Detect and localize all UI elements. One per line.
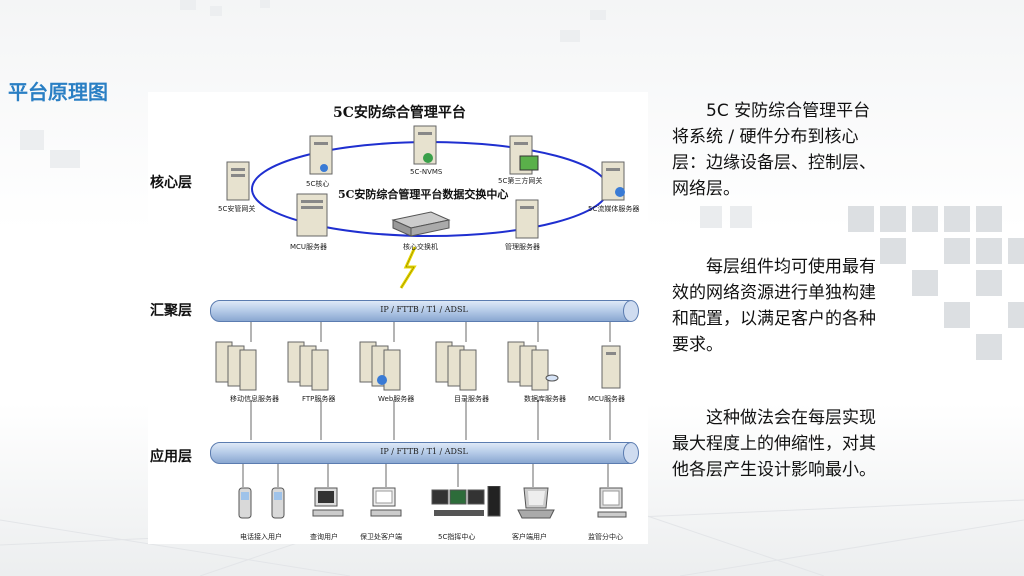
aggregation-bus-label: IP / FTTB / T1 / ADSL [380, 305, 468, 314]
core-server-icon-7 [515, 199, 539, 239]
core-server-icon-1 [226, 161, 250, 201]
application-bus-label: IP / FTTB / T1 / ADSL [380, 447, 468, 456]
app-node-label-5: 客户端用户 [512, 533, 547, 541]
app-node-label-4: 5C指挥中心 [438, 533, 476, 541]
core-node-label-4: 5C第三方网关 [498, 177, 543, 185]
diagram-title: 5C安防综合管理平台 [333, 105, 466, 121]
agg-server-icon-6 [601, 345, 621, 389]
core-node-label-7: 核心交换机 [403, 243, 438, 251]
aggregation-bus: IP / FTTB / T1 / ADSL [210, 300, 639, 322]
bus-cap [623, 442, 639, 464]
app-node-label-2: 查询用户 [310, 533, 338, 541]
desktop-icon-2 [370, 487, 402, 517]
core-node-label-6: MCU服务器 [290, 243, 328, 251]
app-node-label-3: 保卫处客户端 [360, 533, 402, 541]
command-center-icon [431, 486, 501, 517]
core-switch-icon [391, 211, 451, 237]
app-node-label-6: 监管分中心 [588, 533, 623, 541]
desktop-icon-1 [312, 487, 344, 517]
layer-label-application: 应用层 [150, 449, 192, 465]
agg-node-label-2: FTP服务器 [302, 395, 336, 403]
core-server-icon-4 [509, 135, 539, 175]
agg-server-group-4 [435, 341, 477, 391]
core-node-label-3: 5C-NVMS [410, 168, 443, 176]
description-paragraph-2: 每层组件均可使用最有效的网络资源进行单独构建和配置，以满足客户的各种要求。 [672, 254, 887, 358]
agg-node-label-6: MCU服务器 [588, 395, 626, 403]
application-bus: IP / FTTB / T1 / ADSL [210, 442, 639, 464]
agg-node-label-3: Web服务器 [378, 395, 415, 403]
agg-node-label-4: 目录服务器 [454, 395, 489, 403]
paragraph-text: 这种做法会在每层实现最大程度上的伸缩性，对其他各层产生设计影响最小。 [672, 408, 876, 480]
layer-label-core: 核心层 [150, 175, 192, 191]
core-server-icon-5 [601, 161, 625, 201]
paragraph-text: 5C 安防综合管理平台将系统 / 硬件分布到核心层：边缘设备层、控制层、网络层。 [672, 101, 876, 199]
bus-cap [623, 300, 639, 322]
agg-server-group-3 [359, 341, 401, 391]
paragraph-text: 每层组件均可使用最有效的网络资源进行单独构建和配置，以满足客户的各种要求。 [672, 257, 876, 355]
phone-icon-2 [271, 487, 285, 519]
core-server-icon-3 [413, 125, 437, 165]
description-paragraph-1: 5C 安防综合管理平台将系统 / 硬件分布到核心层：边缘设备层、控制层、网络层。 [672, 98, 887, 202]
core-server-icon-2 [309, 135, 333, 175]
app-node-label-1: 电话接入用户 [240, 533, 282, 541]
layer-label-aggregation: 汇聚层 [150, 303, 192, 319]
phone-icon-1 [238, 487, 252, 519]
core-node-label-1: 5C安管网关 [218, 205, 256, 213]
laptop-icon [517, 487, 555, 519]
agg-node-label-5: 数据库服务器 [524, 395, 566, 403]
core-node-label-5: 5C流媒体服务器 [588, 205, 640, 213]
ring-title: 5C安防综合管理平台数据交换中心 [338, 188, 509, 201]
monitor-icon [597, 487, 627, 518]
agg-server-group-1 [215, 341, 257, 391]
core-server-icon-6 [296, 193, 328, 237]
agg-node-label-1: 移动信息服务器 [230, 395, 279, 403]
agg-server-group-5 [507, 341, 559, 391]
description-paragraph-3: 这种做法会在每层实现最大程度上的伸缩性，对其他各层产生设计影响最小。 [672, 405, 887, 483]
agg-server-group-2 [287, 341, 329, 391]
core-node-label-8: 管理服务器 [505, 243, 540, 251]
core-node-label-2: 5C核心 [306, 180, 330, 188]
slide-title: 平台原理图 [8, 80, 108, 104]
platform-diagram: 5C安防综合管理平台 核心层 汇聚层 应用层 5C安防综合管理平台数据交换中心 … [148, 92, 648, 544]
